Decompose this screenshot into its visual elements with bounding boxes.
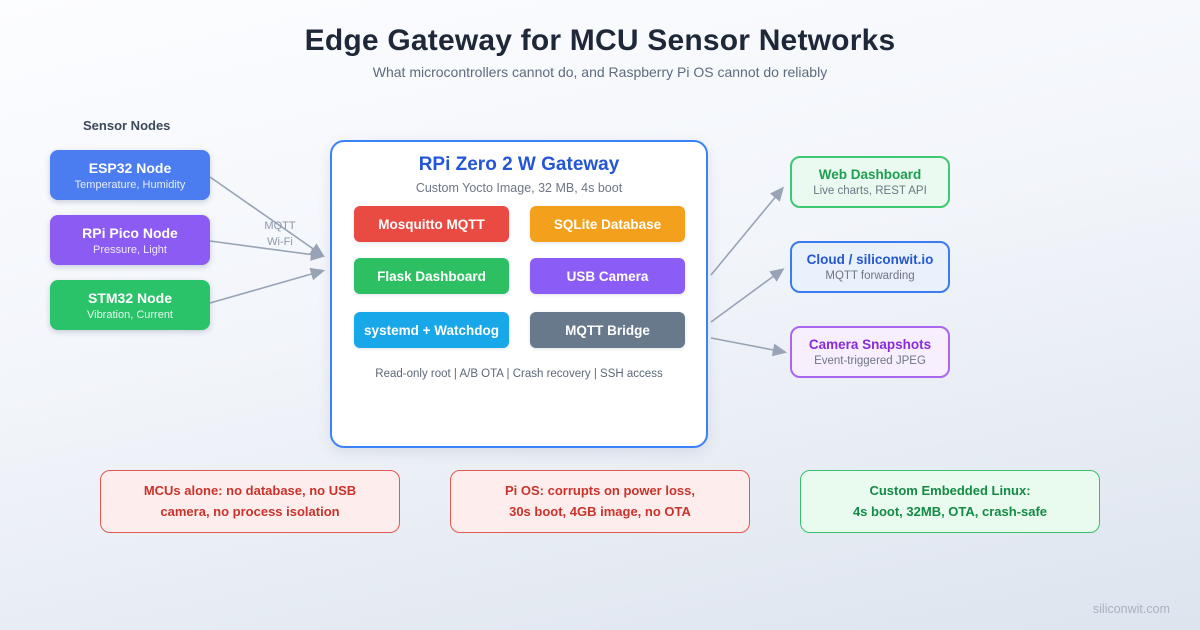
arrow-gateway-to-camera: [710, 337, 788, 357]
note-line: Custom Embedded Linux:: [869, 483, 1031, 499]
gateway-chip-sqlite: SQLite Database: [530, 206, 685, 242]
gateway-chip-mosquitto: Mosquitto MQTT: [354, 206, 509, 242]
arrow-stm32-to-gateway: [209, 267, 326, 304]
note-line: Pi OS: corrupts on power loss,: [505, 483, 695, 499]
watermark: siliconwit.com: [1092, 602, 1170, 616]
sensor-node-esp32: ESP32 Node Temperature, Humidity: [50, 150, 210, 200]
output-cloud: Cloud / siliconwit.io MQTT forwarding: [790, 241, 950, 293]
chip-label: SQLite Database: [553, 216, 662, 232]
chip-label: USB Camera: [566, 268, 649, 284]
sensor-node-title: RPi Pico Node: [82, 224, 178, 241]
gateway-subtitle: Custom Yocto Image, 32 MB, 4s boot: [415, 181, 623, 195]
link-protocol-label: MQTT Wi-Fi: [252, 219, 308, 251]
output-camera-snapshots: Camera Snapshots Event-triggered JPEG: [790, 326, 950, 378]
link-label-wifi: Wi-Fi: [267, 235, 293, 248]
gateway-card: RPi Zero 2 W Gateway Custom Yocto Image,…: [330, 140, 708, 448]
output-title: Camera Snapshots: [808, 337, 932, 352]
gateway-chip-usb-camera: USB Camera: [530, 258, 685, 294]
link-label-mqtt: MQTT: [264, 220, 296, 232]
sensor-nodes-label: Sensor Nodes: [83, 118, 171, 133]
output-desc: MQTT forwarding: [825, 270, 915, 282]
note-line: 4s boot, 32MB, OTA, crash-safe: [852, 503, 1048, 519]
sensor-node-pico: RPi Pico Node Pressure, Light: [50, 215, 210, 265]
output-desc: Event-triggered JPEG: [814, 355, 926, 367]
chip-label: systemd + Watchdog: [364, 322, 499, 338]
sensor-node-desc: Temperature, Humidity: [74, 178, 186, 191]
gateway-title: RPi Zero 2 W Gateway: [418, 154, 620, 175]
gateway-footer: Read-only root | A/B OTA | Crash recover…: [375, 368, 663, 380]
output-web-dashboard: Web Dashboard Live charts, REST API: [790, 156, 950, 208]
note-custom-linux-benefits: Custom Embedded Linux: 4s boot, 32MB, OT…: [800, 470, 1100, 533]
arrow-gateway-to-cloud: [710, 268, 785, 323]
sensor-node-desc: Pressure, Light: [93, 243, 167, 256]
note-line: camera, no process isolation: [160, 503, 340, 519]
chip-label: Mosquitto MQTT: [378, 216, 485, 232]
gateway-chip-flask: Flask Dashboard: [354, 258, 509, 294]
chip-label: MQTT Bridge: [565, 322, 650, 338]
sensor-node-title: STM32 Node: [87, 289, 172, 306]
gateway-chip-systemd: systemd + Watchdog: [354, 312, 509, 348]
output-desc: Live charts, REST API: [813, 185, 927, 197]
note-mcu-limitations: MCUs alone: no database, no USB camera, …: [100, 470, 400, 533]
page-subtitle: What microcontrollers cannot do, and Ras…: [372, 64, 828, 80]
sensor-node-desc: Vibration, Current: [86, 308, 173, 321]
note-line: 30s boot, 4GB image, no OTA: [509, 503, 691, 519]
output-title: Cloud / siliconwit.io: [806, 252, 934, 267]
chip-label: Flask Dashboard: [377, 268, 486, 284]
sensor-node-stm32: STM32 Node Vibration, Current: [50, 280, 210, 330]
note-line: MCUs alone: no database, no USB: [143, 483, 357, 499]
sensor-node-title: ESP32 Node: [88, 159, 172, 176]
note-pi-os-limitations: Pi OS: corrupts on power loss, 30s boot,…: [450, 470, 750, 533]
page-title: Edge Gateway for MCU Sensor Networks: [304, 24, 896, 57]
gateway-chip-mqtt-bridge: MQTT Bridge: [530, 312, 685, 348]
arrow-gateway-to-dashboard: [710, 186, 785, 276]
output-title: Web Dashboard: [818, 167, 922, 182]
